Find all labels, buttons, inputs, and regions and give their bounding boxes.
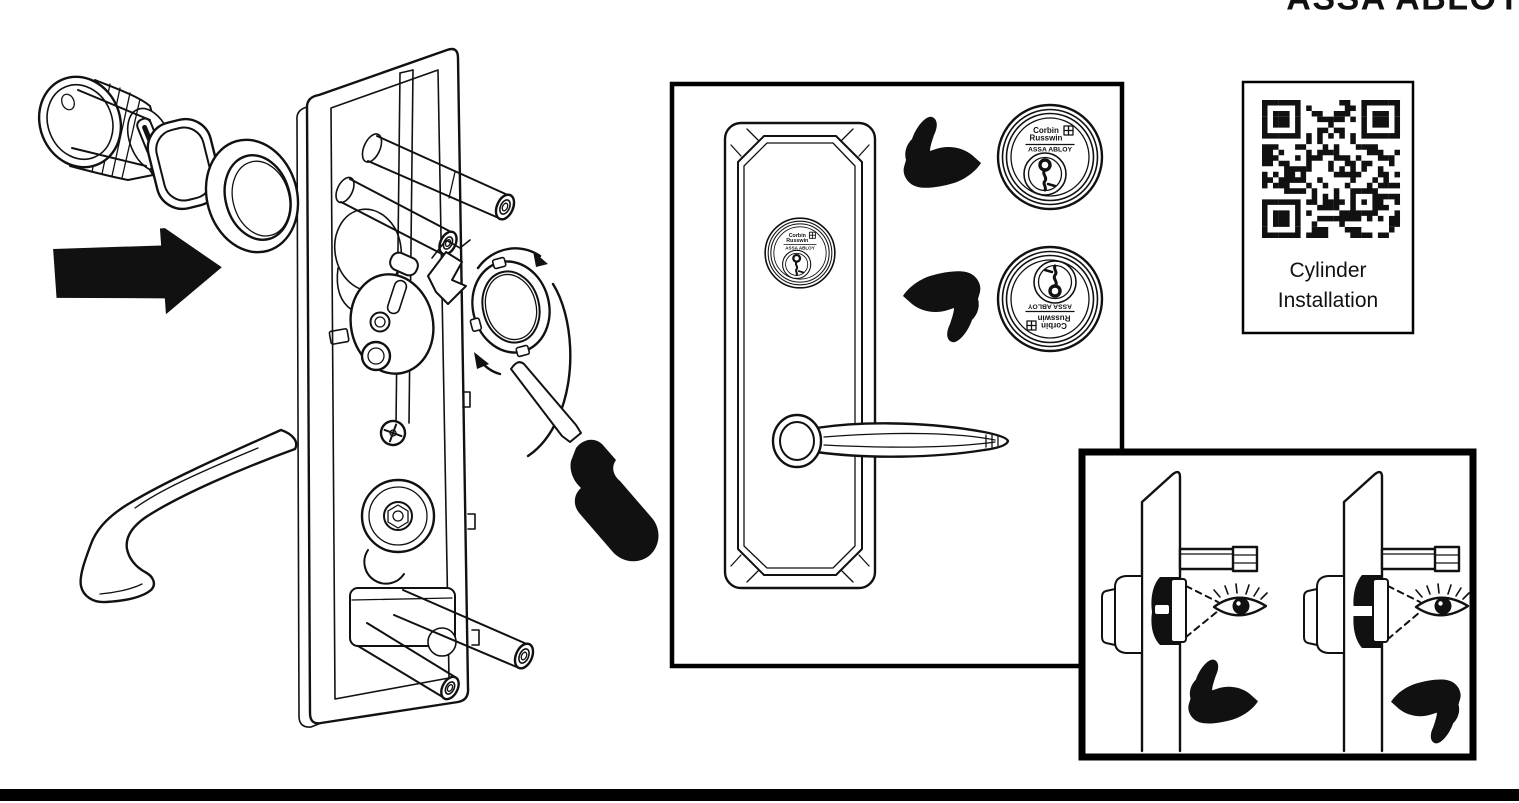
cam-view-correct [1101, 470, 1269, 753]
sight-line [1185, 585, 1219, 603]
sight-line [1185, 610, 1219, 638]
escutcheon-back-plate [79, 47, 535, 728]
cam-view-incorrect [1303, 470, 1471, 753]
lever-hub [360, 478, 436, 585]
exploded-view-illustration [37, 47, 659, 728]
lever-front [771, 413, 1010, 469]
gasket [146, 117, 222, 211]
mounting-post [393, 589, 535, 670]
brand-wordmark-partial: ASSA ABLOY [1286, 0, 1519, 18]
mounting-post [361, 133, 516, 221]
qr-code-icon [1262, 100, 1401, 239]
retaining-ring [469, 256, 551, 358]
trim-cylinder-face [764, 217, 836, 289]
cylinder-face-correct [996, 103, 1104, 211]
door-trim-front [723, 121, 1010, 590]
screwdriver-icon [510, 361, 659, 562]
cylinder-face-inverted [996, 245, 1104, 353]
orientation-check-panel [669, 81, 1125, 669]
trim-collar [204, 138, 300, 254]
qr-panel: Cylinder Installation [1241, 80, 1415, 335]
footer-bar [0, 789, 1519, 801]
sight-line [1387, 585, 1421, 603]
bottom-bracket [349, 587, 457, 657]
lever-handle [79, 428, 298, 604]
cam-alignment-panel [1078, 448, 1477, 761]
direction-arrow-icon [53, 228, 222, 315]
mortise-cylinder [37, 75, 174, 187]
cylinder-cam-mechanism [328, 239, 471, 375]
mounting-post [357, 622, 460, 701]
qr-caption-line2: Installation [1278, 289, 1378, 312]
screw [379, 419, 407, 447]
sight-line [1387, 611, 1421, 640]
spindle [1380, 547, 1439, 571]
mounting-post [335, 176, 458, 256]
qr-caption-line1: Cylinder [1289, 259, 1366, 282]
spindle [1178, 547, 1237, 571]
rotate-arrow-icon [474, 247, 572, 458]
